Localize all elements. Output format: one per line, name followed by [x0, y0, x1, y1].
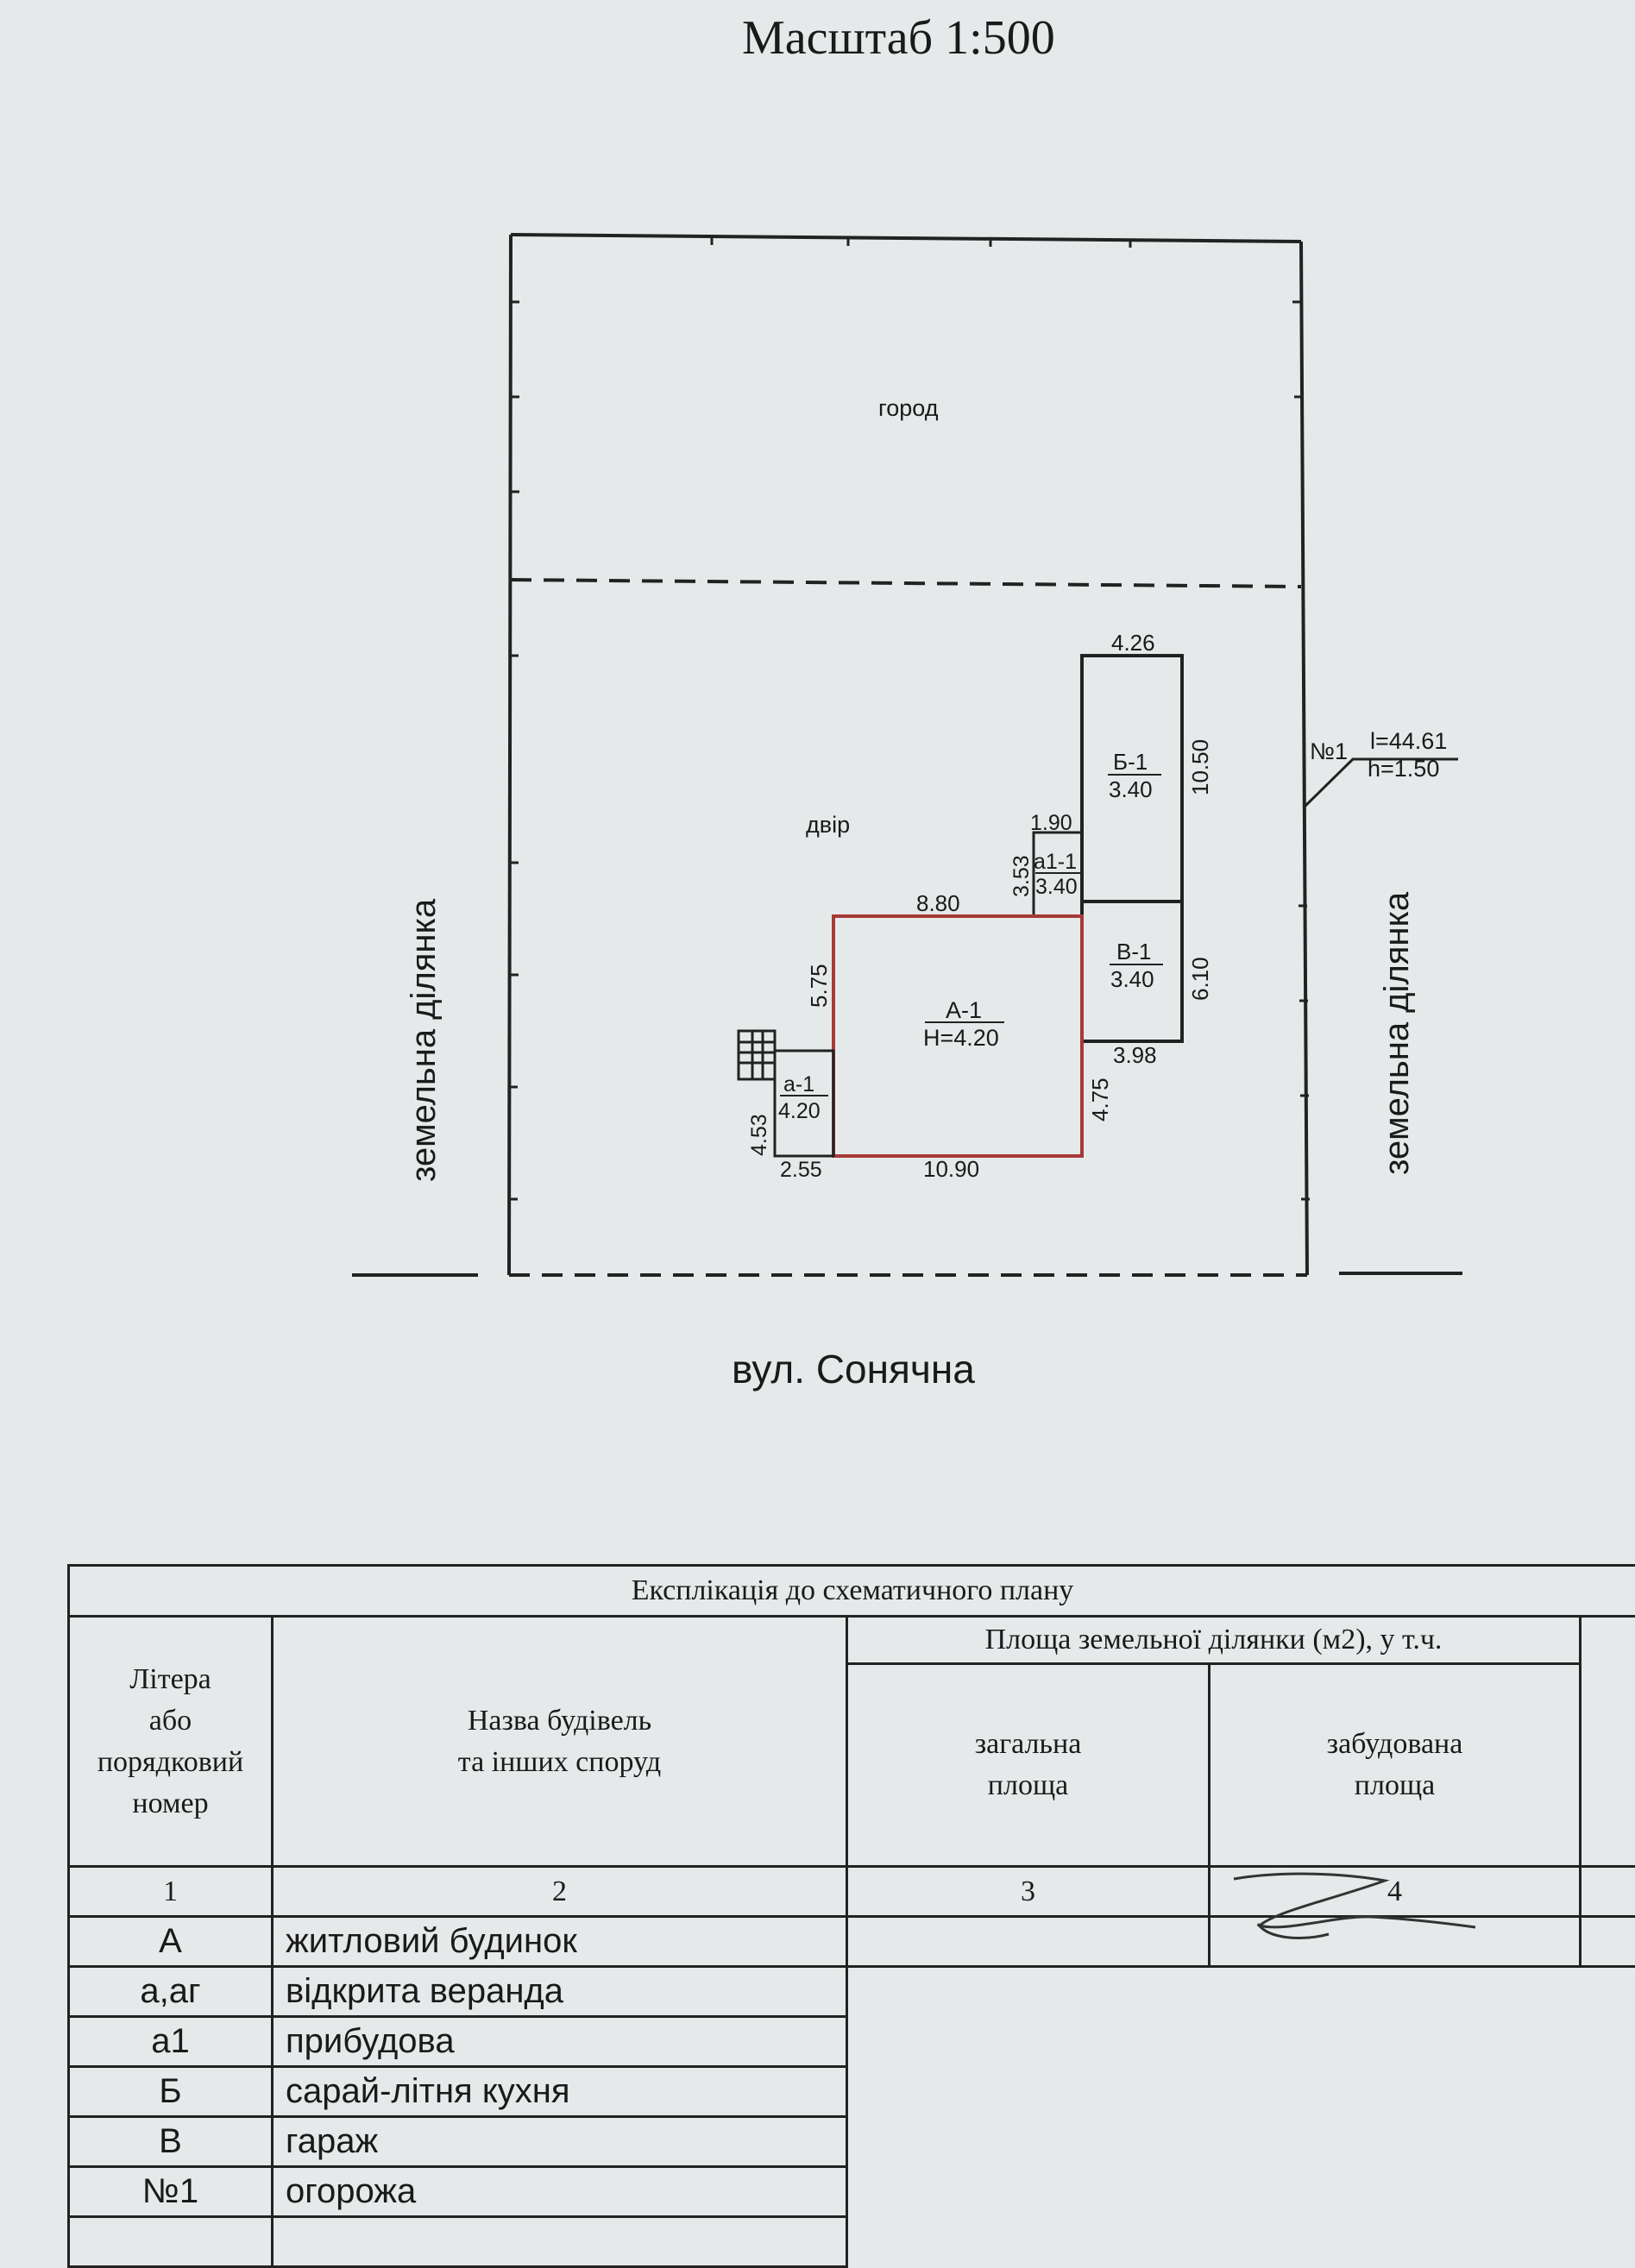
row-letter: а,аг: [69, 1967, 273, 2017]
row-name: прибудова: [273, 2017, 847, 2067]
stairs-icon: [739, 1031, 775, 1079]
annex-a1-top-dim: 1.90: [1030, 811, 1072, 835]
col-letter-header: Літера або порядковий номер: [69, 1617, 273, 1867]
building-a-label: А-1: [946, 997, 982, 1023]
row-letter: а1: [69, 2017, 273, 2067]
veranda-a: а-1 4.20 4.53 2.55: [739, 1031, 833, 1182]
building-v-height: 3.40: [1110, 966, 1154, 992]
veranda-a-label: а-1: [783, 1072, 814, 1096]
row-letter: В: [69, 2117, 273, 2167]
row-letter: Б: [69, 2067, 273, 2117]
site-plan: город двір земельна ділянка земельна діл…: [0, 0, 1635, 1467]
garden-label: город: [878, 395, 939, 421]
table-row: [69, 2217, 1635, 2267]
table-row: №1 огорожа: [69, 2167, 1635, 2217]
row-name: огорожа: [273, 2167, 847, 2217]
yard-label: двір: [806, 812, 850, 838]
row-letter: А: [69, 1917, 273, 1967]
col-area-group-header: Площа земельної ділянки (м2), у т.ч.: [847, 1617, 1581, 1664]
row-name: сарай-літня кухня: [273, 2067, 847, 2117]
building-a-top-dim: 8.80: [916, 890, 960, 916]
dashed-lines: [509, 580, 1307, 1275]
building-a-right-dim: 4.75: [1087, 1077, 1113, 1121]
building-v-side-dim: 6.10: [1187, 957, 1213, 1001]
table-row: Б сарай-літня кухня: [69, 2067, 1635, 2117]
row-letter: [69, 2217, 273, 2267]
fence-id: №1: [1310, 738, 1348, 764]
row-letter: №1: [69, 2167, 273, 2217]
building-a: А-1 Н=4.20 8.80 5.75 10.90 4.75: [806, 890, 1113, 1182]
row-name: житловий будинок: [273, 1917, 847, 1967]
building-a-left-dim: 5.75: [806, 964, 832, 1008]
fence-height: h=1.50: [1368, 756, 1439, 782]
fence-callout: №1 l=44.61 h=1.50: [1305, 728, 1458, 807]
building-a-bottom-dim: 10.90: [923, 1156, 979, 1182]
col-number-5: [1581, 1867, 1635, 1917]
row-name: відкрита веранда: [273, 1967, 847, 2017]
building-v-label: В-1: [1116, 939, 1151, 964]
col-total-header: загальна площа: [847, 1664, 1210, 1867]
col-number-2: 2: [273, 1867, 847, 1917]
table-row: В гараж: [69, 2117, 1635, 2167]
right-neighbor-label: земельна ділянка: [1378, 891, 1416, 1175]
building-b: Б-1 3.40 4.26 10.50: [1082, 630, 1213, 902]
table-row: а1 прибудова: [69, 2017, 1635, 2067]
col-extra-header: [1581, 1617, 1635, 1867]
annex-a1-height: 3.40: [1035, 875, 1078, 899]
row-extra: [1581, 1917, 1635, 1967]
building-b-top-dim: 4.26: [1111, 630, 1155, 656]
fence-length: l=44.61: [1370, 728, 1447, 754]
explication-title: Експлікація до схематичного плану: [69, 1566, 1635, 1617]
building-b-label: Б-1: [1113, 749, 1148, 775]
annex-a1: а1-1 3.40 1.90 3.53: [1009, 811, 1082, 916]
veranda-a-side-dim: 4.53: [747, 1114, 771, 1156]
left-neighbor-label: земельна ділянка: [405, 898, 443, 1182]
table-row: а,аг відкрита веранда: [69, 1967, 1635, 2017]
building-b-side-dim: 10.50: [1187, 739, 1213, 795]
row-name: гараж: [273, 2117, 847, 2167]
building-b-height: 3.40: [1109, 776, 1153, 802]
building-a-height: Н=4.20: [923, 1025, 999, 1051]
row-name: [273, 2217, 847, 2267]
annex-a1-label: а1-1: [1034, 850, 1077, 874]
building-v-bottom-dim: 3.98: [1113, 1042, 1157, 1068]
annex-a1-side-dim: 3.53: [1009, 855, 1034, 897]
col-built-header: забудована площа: [1210, 1664, 1581, 1867]
row-total: [847, 1917, 1210, 1967]
street-label: вул. Сонячна: [732, 1346, 975, 1392]
handwritten-signature: [1208, 1863, 1484, 1950]
veranda-a-bottom-dim: 2.55: [780, 1158, 822, 1182]
col-name-header: Назва будівель та інших споруд: [273, 1617, 847, 1867]
veranda-a-height: 4.20: [778, 1099, 821, 1123]
col-number-3: 3: [847, 1867, 1210, 1917]
col-number-1: 1: [69, 1867, 273, 1917]
building-v: В-1 3.40 6.10 3.98: [1082, 902, 1213, 1068]
boundary-ticks: [509, 236, 1310, 1199]
